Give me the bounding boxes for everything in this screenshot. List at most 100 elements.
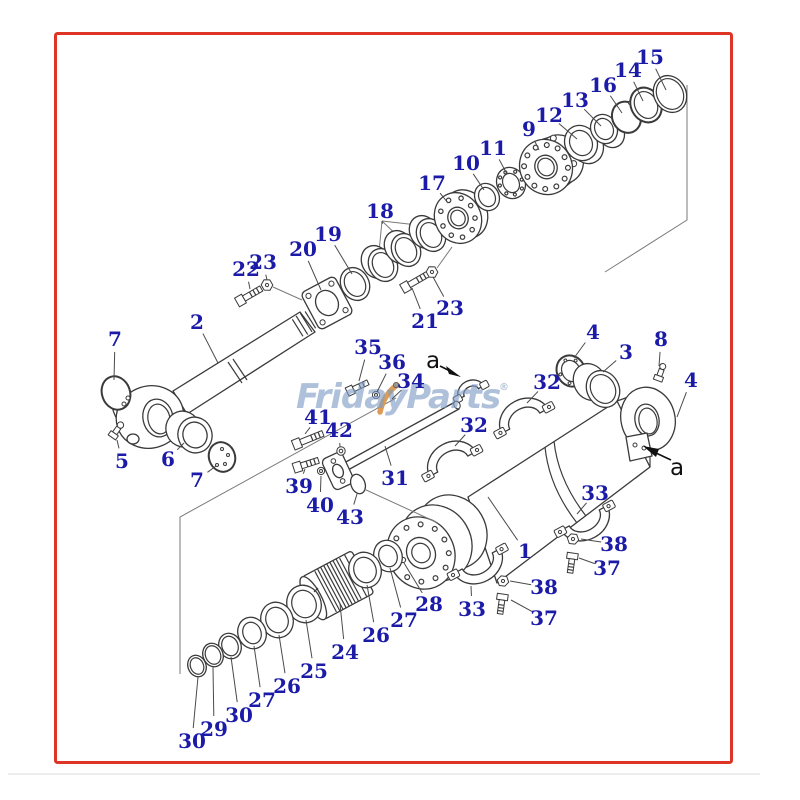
- leader-line-25: [305, 619, 313, 659]
- plate-20: [301, 276, 353, 330]
- leader-line-7: [207, 465, 217, 473]
- part-callout-18: 18: [366, 199, 394, 223]
- washer-36: [371, 390, 381, 400]
- part-callout-37: 37: [593, 556, 621, 580]
- part-callout-32: 32: [460, 413, 488, 437]
- footer-divider: [8, 773, 760, 775]
- grease-fitting-8: [652, 362, 667, 383]
- leader-line-8: [658, 351, 661, 367]
- part-callout-7: 7: [108, 327, 122, 351]
- watermark: FridayParts ®: [296, 377, 509, 417]
- leader-line-22: [248, 281, 251, 290]
- part-callout-38: 38: [530, 575, 558, 599]
- leader-line-6: [176, 442, 185, 451]
- part-callout-41: 41: [304, 405, 332, 429]
- leader-line-4: [573, 342, 586, 359]
- clamp-a: [452, 379, 490, 404]
- clevis-boss: [625, 432, 653, 462]
- leader-line-29: [212, 666, 215, 717]
- nut-23b: [425, 266, 439, 278]
- leader-line-34: [391, 389, 402, 400]
- watermark-registered-mark: ®: [499, 382, 509, 393]
- part-callout-39: 39: [285, 474, 313, 498]
- leader-line-43: [353, 493, 358, 505]
- leader-line-2: [202, 333, 219, 364]
- part-callout-2: 2: [190, 310, 204, 334]
- part-callout-4: 4: [684, 368, 698, 392]
- part-callout-4: 4: [586, 320, 600, 344]
- leader-line-40: [319, 475, 322, 493]
- ring-26a: [260, 601, 294, 639]
- ring-30b: [218, 632, 242, 660]
- leader-line-9: [534, 140, 540, 151]
- leader-line-12: [558, 123, 578, 140]
- part-callout-28: 28: [415, 592, 443, 616]
- part-callout-16: 16: [589, 73, 617, 97]
- part-callout-27: 27: [390, 608, 418, 632]
- part-callout-8: 8: [654, 327, 668, 351]
- snap-ring-7a: [100, 375, 132, 411]
- washer-40: [316, 466, 326, 476]
- part-callout-42: 42: [325, 418, 353, 442]
- watermark-text: FridayParts: [296, 377, 501, 417]
- part-callout-35: 35: [354, 335, 382, 359]
- part-callout-17: 17: [418, 171, 446, 195]
- leader-line-26: [366, 584, 375, 623]
- leader-line-19: [334, 244, 353, 275]
- nut-23a: [260, 279, 274, 291]
- part-callout-14: 14: [614, 58, 642, 82]
- part-callout-33: 33: [458, 597, 486, 621]
- clamp-32b: [421, 440, 484, 483]
- piston-seal-kit: [187, 539, 403, 678]
- grease-fitting-5: [107, 421, 125, 441]
- leader-line-36: [376, 373, 387, 393]
- leader-line-5: [116, 439, 120, 449]
- leader-line-30: [230, 656, 238, 703]
- o-ring-43: [349, 473, 367, 495]
- bolt-41: [290, 430, 325, 451]
- washer-42: [336, 446, 346, 456]
- cylinder-head-9: [518, 134, 585, 196]
- part-callout-7: 7: [190, 468, 204, 492]
- bolt-37a: [566, 551, 579, 574]
- part-callout-30: 30: [225, 703, 253, 727]
- clevis-eye-end: [616, 386, 676, 467]
- part-callout-13: 13: [561, 88, 589, 112]
- leader-line-38: [580, 538, 602, 543]
- snap-ring-7b: [207, 441, 237, 473]
- piping-group: [290, 379, 461, 524]
- leader-line-28: [403, 562, 423, 594]
- leader-line-23: [432, 276, 445, 297]
- nut-38b: [496, 575, 510, 587]
- part-callout-10: 10: [452, 151, 480, 175]
- leader-line-32: [454, 434, 466, 447]
- part-callout-9: 9: [522, 117, 536, 141]
- bushing-6: [165, 410, 213, 454]
- leader-line-27: [389, 567, 402, 608]
- leader-line-11: [498, 159, 508, 175]
- bolt-39: [291, 456, 320, 474]
- leader-line-21: [411, 287, 421, 310]
- part-callout-36: 36: [378, 350, 406, 374]
- leader-line-37: [578, 557, 595, 565]
- leader-line-23: [265, 274, 268, 281]
- part-callout-20: 20: [289, 237, 317, 261]
- part-callout-3: 3: [619, 340, 633, 364]
- bushing-3: [572, 362, 621, 409]
- leader-line-41: [304, 427, 311, 435]
- bottom-head-face: [386, 516, 456, 590]
- clamp-32a: [493, 397, 556, 440]
- leader-line-15: [655, 68, 667, 91]
- leader-line-20: [307, 260, 322, 291]
- part-callout-33: 33: [581, 481, 609, 505]
- leader-line-31: [384, 445, 392, 466]
- part-callout-40: 40: [306, 493, 334, 517]
- bearing-ring-11: [495, 166, 527, 200]
- leader-line-17: [439, 192, 449, 204]
- ring-25: [286, 584, 322, 624]
- part-callout-26: 26: [273, 674, 301, 698]
- part-callout-30: 30: [178, 729, 206, 753]
- leader-line-1: [487, 496, 519, 541]
